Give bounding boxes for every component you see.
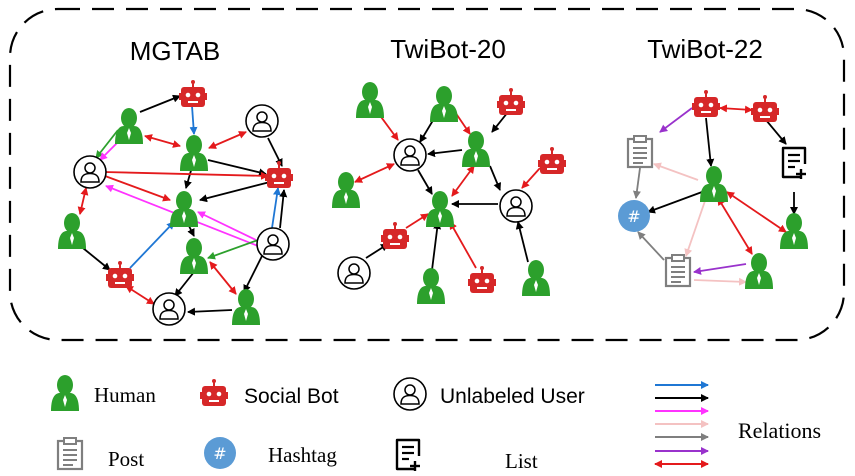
dashed-border (8, 7, 846, 342)
legend-human-icon (51, 375, 79, 411)
panel-title-twibot22: TwiBot-22 (647, 34, 763, 64)
legend-hashtag-icon: # (204, 437, 236, 469)
mgtab-nodes (58, 79, 294, 326)
panel-title-mgtab: MGTAB (130, 36, 221, 66)
legend-bot-label: Social Bot (244, 385, 339, 408)
legend-post-icon (56, 436, 84, 471)
legend-user-label: Unlabeled User (440, 385, 585, 408)
hashtag-node: # (618, 200, 650, 232)
legend-list-label: List (505, 449, 538, 473)
twibot22-nodes: # (618, 89, 808, 289)
legend-user-icon (393, 377, 427, 411)
legend-hashtag-label: Hashtag (268, 443, 337, 467)
legend-human-label: Human (94, 383, 156, 407)
svg-text:#: # (213, 444, 226, 463)
legend-list-icon (395, 438, 422, 473)
twibot22-edges (632, 104, 798, 286)
legend-relations-label: Relations (738, 418, 821, 443)
legend-relations (654, 381, 709, 468)
svg-text:#: # (627, 207, 640, 226)
panel-title-twibot20: TwiBot-20 (390, 34, 506, 64)
legend-bot-icon (199, 378, 229, 407)
twibot20-nodes (332, 82, 567, 304)
legend-post-label: Post (108, 447, 144, 471)
mgtab-edges (77, 94, 288, 316)
legend: Human Social Bot Unlabeled User Post # H… (51, 375, 821, 473)
